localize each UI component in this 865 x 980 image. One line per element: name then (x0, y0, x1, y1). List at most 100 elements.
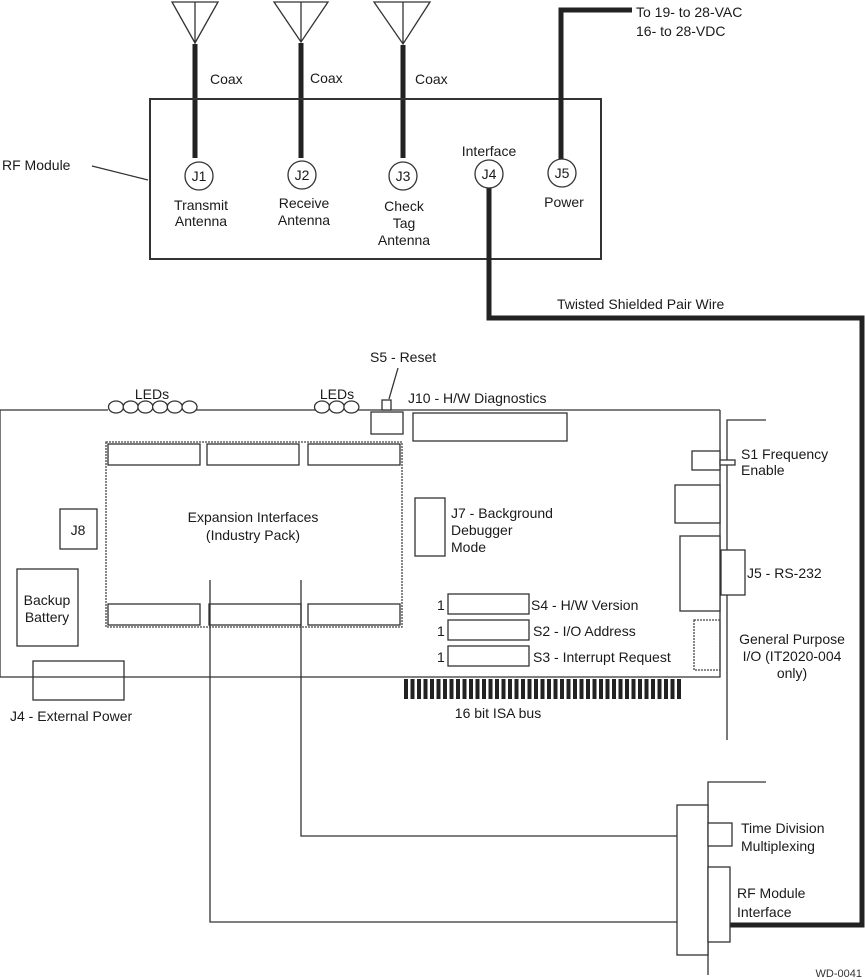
isa-pin (482, 679, 486, 699)
ip-slot (206, 443, 300, 466)
led-icon (328, 400, 345, 414)
isa-pin (436, 679, 441, 699)
j8-connector (59, 508, 98, 550)
antenna-icon (170, 1, 220, 45)
tdm-connector[interactable] (707, 822, 733, 847)
switch-label: S2 - I/O Address (533, 623, 636, 639)
connector-desc: Antenna (278, 212, 330, 228)
isa-pin (443, 679, 447, 699)
ip-slot (208, 603, 302, 626)
isa-pin (423, 679, 428, 699)
ip-slot (107, 603, 201, 626)
led-icon (181, 400, 198, 414)
isa-pin (456, 679, 460, 699)
isa-pin (501, 679, 506, 699)
rf-interface-connector[interactable] (707, 866, 731, 943)
isa-pin (475, 679, 480, 699)
gpio-label-1: General Purpose (739, 631, 845, 647)
j4-label: J4 - External Power (10, 708, 132, 724)
dip-switch-s2[interactable]: 1 S2 - I/O Address (437, 619, 636, 641)
isa-pin (540, 679, 545, 699)
ip-slot (107, 443, 201, 466)
connector-desc: Antenna (175, 213, 227, 229)
led-icon (313, 400, 331, 414)
power-source-line2: 16- to 28-VDC (636, 23, 725, 39)
pin-1-label: 1 (437, 623, 445, 639)
leds-label: LEDs (320, 386, 354, 402)
leds-left: LEDs (107, 386, 198, 414)
rs232-port[interactable] (720, 549, 746, 596)
j10-header (412, 412, 568, 442)
j7-label-2: Debugger (451, 522, 513, 538)
isa-label: 16 bit ISA bus (455, 705, 541, 721)
connector-id: J3 (396, 168, 411, 184)
rf-module-label: RF Module (2, 157, 71, 173)
antenna-icon (372, 1, 432, 46)
switch-body[interactable] (447, 619, 530, 641)
isa-pin (651, 679, 655, 699)
isa-pin (618, 679, 623, 699)
power-source-line1: To 19- to 28-VAC (636, 4, 742, 20)
battery-label-2: Battery (25, 609, 69, 625)
s1-label-2: Enable (741, 462, 785, 478)
figure-id: WD-0041 (816, 968, 862, 980)
connector-id: J4 (482, 166, 497, 182)
switch-label: S4 - H/W Version (531, 597, 638, 613)
connector-desc: Receive (279, 195, 330, 211)
paddle-board (676, 804, 709, 956)
led-icon (107, 400, 125, 414)
isa-pin (430, 679, 434, 699)
isa-pin (573, 679, 577, 699)
reset-button[interactable] (381, 399, 392, 411)
dip-switch-s3[interactable]: 1 S3 - Interrupt Request (437, 645, 671, 667)
isa-pin (670, 679, 675, 699)
isa-pin (449, 679, 454, 699)
isa-pin (514, 679, 519, 699)
tdm-label-2: Multiplexing (741, 838, 815, 854)
j10-label: J10 - H/W Diagnostics (408, 390, 546, 406)
j4-external-power (32, 660, 125, 701)
connector-j3: J3 Check Tag Antenna (378, 161, 430, 248)
isa-pin (508, 679, 512, 699)
isa-pin (410, 679, 415, 699)
isa-pin (553, 679, 558, 699)
ip-slot (307, 443, 401, 466)
isa-pin (521, 679, 525, 699)
twisted-pair-cable (486, 188, 865, 928)
antenna-j3 (372, 1, 432, 158)
isa-pin (566, 679, 571, 699)
connector-j4: Interface J4 (462, 143, 516, 189)
switch-body[interactable] (447, 645, 530, 667)
expansion-label-1: Expansion Interfaces (188, 509, 319, 525)
isa-pin (404, 679, 408, 699)
s1-lever[interactable] (719, 459, 736, 466)
isa-pin (579, 679, 584, 699)
isa-pin (417, 679, 421, 699)
isa-pin (612, 679, 616, 699)
led-icon (137, 400, 154, 414)
isa-pin (592, 679, 597, 699)
gpio-label-3: only) (777, 665, 807, 681)
s5-switch (370, 411, 404, 435)
rfi-label-2: Interface (737, 904, 792, 920)
ribbon-cable-1 (209, 580, 677, 923)
led-icon (151, 400, 169, 414)
connector-j1: J1 Transmit Antenna (174, 161, 228, 229)
isa-pin (638, 679, 642, 699)
ip-slot (307, 603, 401, 626)
connector-desc: Antenna (378, 232, 430, 248)
dip-switch-s4[interactable]: 1 S4 - H/W Version (437, 593, 638, 615)
j8-label: J8 (71, 522, 86, 538)
rs232-body (679, 535, 721, 612)
isa-pin (488, 679, 493, 699)
isa-pin (644, 679, 649, 699)
pin-1-label: 1 (437, 597, 445, 613)
connector-id: J5 (555, 165, 570, 181)
switch-body[interactable] (447, 593, 530, 615)
connector-desc: Power (544, 194, 584, 210)
coax-label-2: Coax (310, 70, 343, 86)
j7-label-3: Mode (451, 539, 486, 555)
connector-id: J1 (192, 168, 207, 184)
rf-module-box (149, 98, 602, 260)
